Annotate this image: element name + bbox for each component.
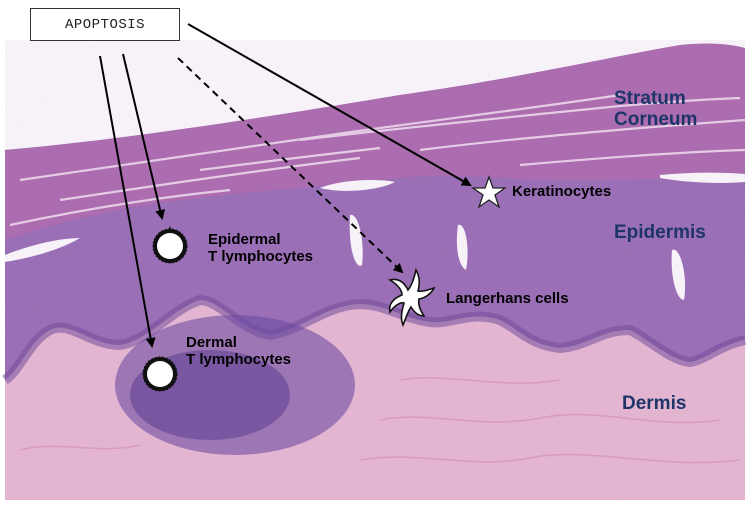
epidermal-t-line-2: T lymphocytes [208, 247, 314, 265]
arrow-to-keratinocytes [187, 23, 472, 186]
epidermal-t-line-1: Epidermal [208, 231, 281, 248]
keratinocyte-star-icon [470, 175, 508, 209]
arrow-to-dermal-t [99, 55, 156, 348]
langerhans-cells-label: Langerhans cells [446, 290, 569, 307]
epidermal-t-lymphocytes-label: Epidermal T lymphocytes [208, 231, 314, 266]
langerhans-cell-icon [387, 267, 436, 328]
dermal-t-lymphocyte-icon [142, 356, 178, 392]
keratinocytes-label: Keratinocytes [512, 183, 612, 200]
stratum-corneum-label: Stratum Corneum [614, 88, 697, 131]
stratum-corneum-line-2: Corneum [614, 109, 698, 131]
epidermal-t-lymphocyte-icon [152, 226, 188, 264]
arrow-to-epidermal-t [122, 53, 166, 220]
stain-grain [5, 40, 745, 500]
epidermis-label: Epidermis [614, 222, 706, 243]
dermis-label: Dermis [622, 393, 687, 414]
dermal-t-line-2: T lymphocytes [186, 350, 292, 368]
dermal-t-line-1: Dermal [186, 334, 237, 351]
dermal-t-lymphocytes-label: Dermal T lymphocytes [186, 334, 292, 369]
arrow-to-langerhans [177, 57, 404, 274]
apoptosis-label-box: APOPTOSIS [30, 8, 180, 41]
stratum-corneum-line-1: Stratum [614, 88, 686, 109]
